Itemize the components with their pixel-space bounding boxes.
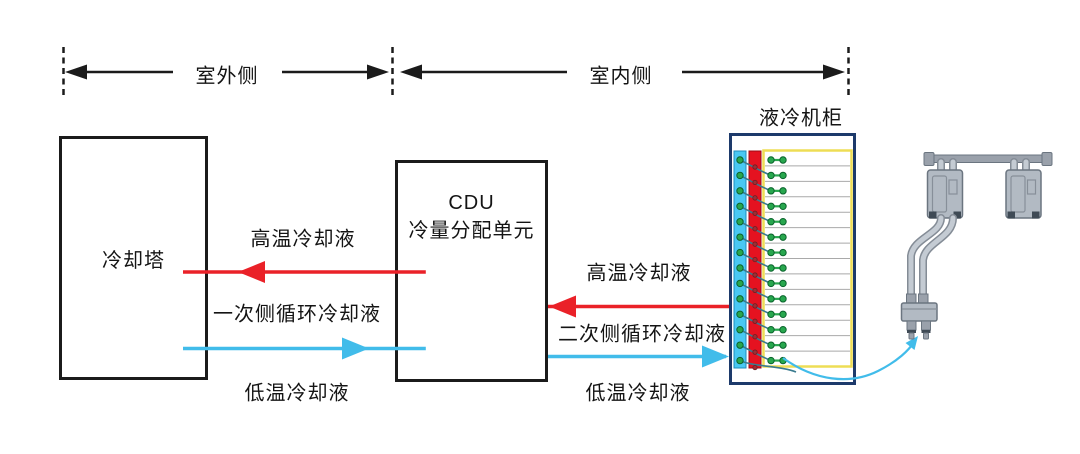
- cdu-title: CDU: [398, 189, 545, 217]
- primary-loop-name-label: 一次侧循环冷却液: [213, 298, 381, 327]
- zone-divider-lines: [64, 47, 849, 99]
- secondary-cold-flow-label: 低温冷却液: [586, 377, 691, 406]
- connector-right-bracket: [1006, 170, 1041, 218]
- primary-cold-arrowhead: [342, 338, 369, 360]
- primary-hot-arrowhead: [238, 261, 265, 283]
- connector-manifold: [902, 303, 938, 321]
- secondary-hot-arrowhead: [549, 296, 576, 318]
- cdu-subtitle: 冷量分配单元: [398, 217, 545, 245]
- cooling-tower-label: 冷却塔: [62, 139, 205, 377]
- secondary-hot-flow-label: 高温冷却液: [587, 257, 692, 286]
- secondary-loop-name-label: 二次侧循环冷却液: [558, 318, 726, 347]
- quick-connector-illustration: [902, 153, 1053, 340]
- secondary-cold-arrowhead: [702, 346, 729, 368]
- indoor-zone-label: 室内侧: [590, 60, 653, 89]
- primary-hot-flow-label: 高温冷却液: [251, 223, 356, 252]
- cabinet-title: 液冷机柜: [759, 102, 843, 131]
- cdu-box: CDU 冷量分配单元: [395, 160, 548, 382]
- cooling-tower-box: 冷却塔: [59, 136, 208, 380]
- connector-left-bracket: [928, 170, 963, 218]
- cabinet-box: [729, 133, 856, 385]
- connector-top-bar: [929, 155, 1047, 163]
- primary-cold-flow-label: 低温冷却液: [245, 377, 350, 406]
- outdoor-zone-label: 室外侧: [196, 60, 259, 89]
